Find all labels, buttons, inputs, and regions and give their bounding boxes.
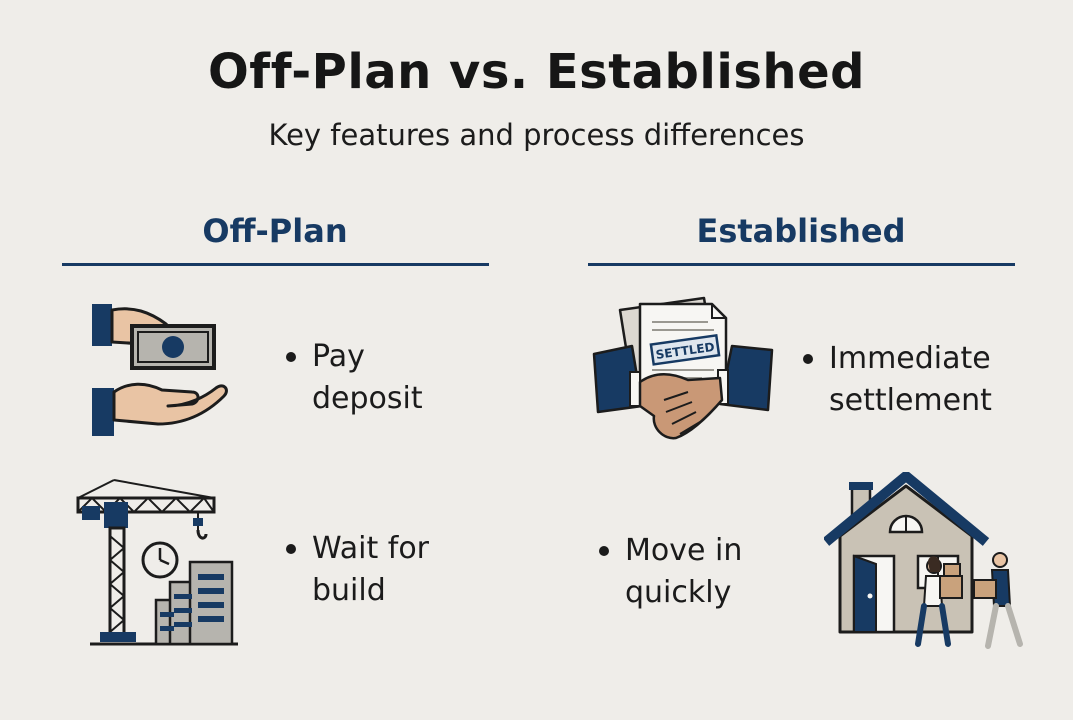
item-text-line-2: quickly — [625, 575, 732, 610]
bullet-dot — [599, 546, 609, 556]
construction-crane-icon — [76, 479, 238, 646]
item-text-line-2: settlement — [829, 383, 992, 418]
bullet-dot — [803, 354, 813, 364]
page-subtitle: Key features and process differences — [268, 118, 805, 152]
item-text-line-1: Wait for — [312, 531, 430, 566]
item-text-line-1: Move in — [625, 533, 743, 568]
house-moving-icon — [824, 472, 1023, 649]
column-rule-off-plan — [62, 263, 489, 266]
money-hand-icon — [92, 304, 228, 436]
column-heading-off-plan: Off-Plan — [202, 212, 348, 250]
handshake-icon: SETTLED — [592, 296, 774, 440]
list-item-pay-deposit: Pay deposit — [286, 336, 423, 420]
item-text-line-2: build — [312, 573, 386, 608]
bullet-dot — [286, 352, 296, 362]
item-text-line-2: deposit — [312, 381, 423, 416]
item-text-line-1: Immediate — [829, 341, 991, 376]
list-item-immediate-settlement: Immediate settlement — [803, 338, 992, 422]
item-text-line-1: Pay — [312, 339, 365, 374]
column-rule-established — [588, 263, 1015, 266]
page-title: Off-Plan vs. Established — [208, 44, 865, 100]
list-item-wait-for-build: Wait for build — [286, 528, 430, 612]
list-item-move-in-quickly: Move in quickly — [599, 530, 743, 614]
column-heading-established: Established — [696, 212, 906, 250]
bullet-dot — [286, 544, 296, 554]
